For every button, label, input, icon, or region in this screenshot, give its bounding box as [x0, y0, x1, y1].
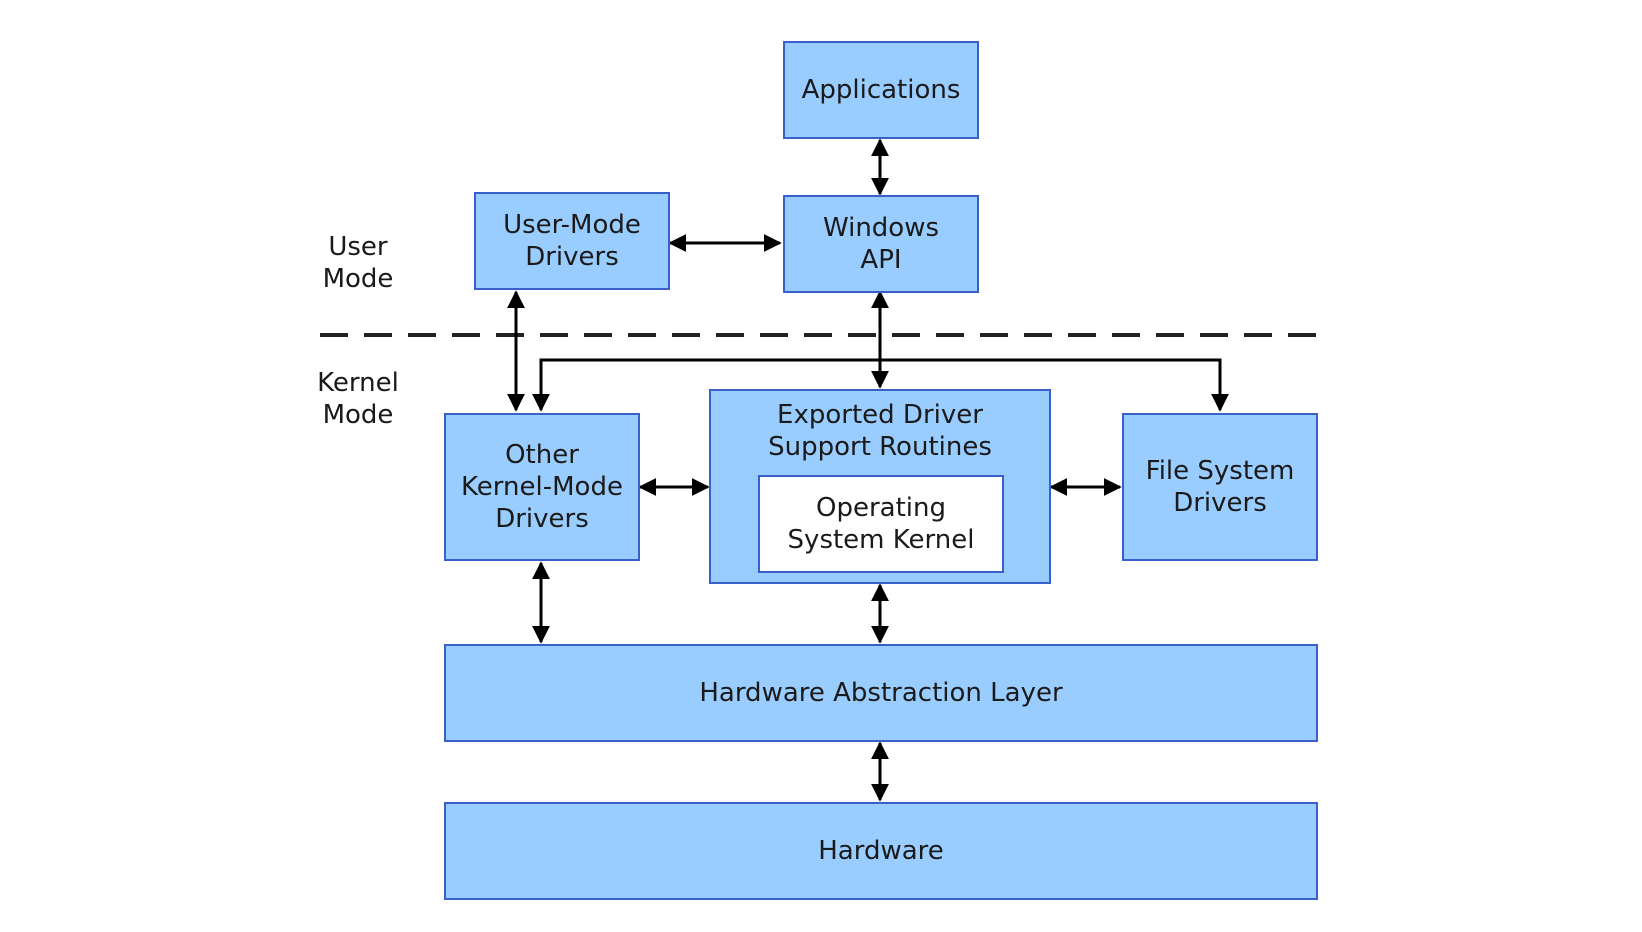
hardware-abstraction-layer-box: Hardware Abstraction Layer: [444, 644, 1318, 742]
kernel-mode-label: Kernel Mode: [317, 368, 399, 430]
other-kernel-mode-drivers-box: Other Kernel-Mode Drivers: [444, 413, 640, 561]
user-mode-label: User Mode: [322, 232, 394, 294]
file-system-drivers-box: File System Drivers: [1122, 413, 1318, 561]
operating-system-kernel-box: Operating System Kernel: [758, 475, 1004, 573]
user-mode-drivers-box: User-Mode Drivers: [474, 192, 670, 290]
kernel-bus-connector: [532, 358, 1229, 412]
hardware-box: Hardware: [444, 802, 1318, 900]
windows-api-box: Windows API: [783, 195, 979, 293]
exported-routines-title: Exported Driver Support Routines: [768, 400, 992, 462]
exported-driver-support-routines-box: Exported Driver Support Routines Operati…: [709, 389, 1051, 584]
applications-box: Applications: [783, 41, 979, 139]
